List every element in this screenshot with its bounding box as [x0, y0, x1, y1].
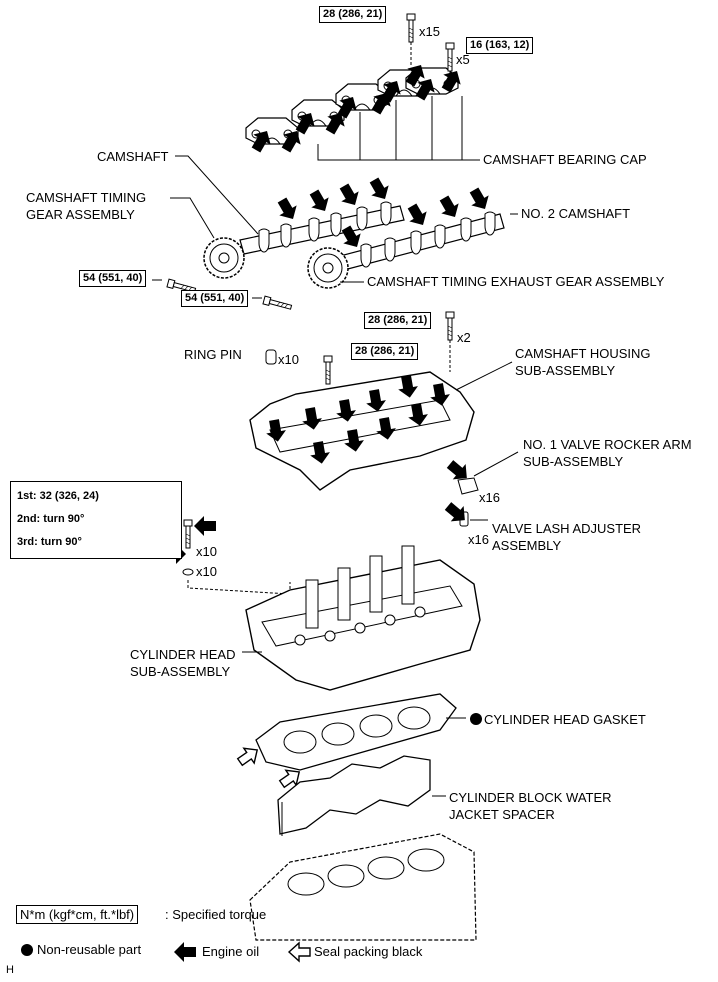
label-ring-pin: RING PIN	[184, 347, 242, 362]
head-bolts	[164, 516, 291, 595]
torque-step-1: 1st: 32 (326, 24)	[17, 490, 99, 502]
label-timing-gear-1: CAMSHAFT TIMING	[26, 190, 147, 205]
head-bolt-torque-sequence: 1st: 32 (326, 24) 2nd: turn 90° 3rd: tur…	[10, 481, 182, 559]
cylinder-head	[242, 545, 481, 691]
label-head-2: SUB-ASSEMBLY	[130, 664, 231, 679]
camshaft-housing	[249, 311, 513, 491]
footer-code: H	[6, 964, 14, 976]
label-rocker-1: NO. 1 VALVE ROCKER ARM	[523, 437, 692, 452]
label-timing-gear-2: GEAR ASSEMBLY	[26, 207, 135, 222]
label-spacer-1: CYLINDER BLOCK WATER	[449, 790, 612, 805]
label-exhaust-gear: CAMSHAFT TIMING EXHAUST GEAR ASSEMBLY	[367, 274, 665, 289]
cylinder-head-gasket	[234, 693, 466, 793]
count-cap-small: x5	[456, 52, 470, 67]
torque-step-3: 3rd: turn 90°	[17, 536, 82, 548]
label-bearing-cap: CAMSHAFT BEARING CAP	[483, 152, 647, 167]
timing-gears	[152, 197, 364, 312]
label-spacer-2: JACKET SPACER	[449, 807, 555, 822]
rocker-and-adjuster	[441, 451, 519, 528]
count-rocker: x16	[479, 490, 500, 505]
legend-oil-arrow-icon	[174, 942, 196, 962]
torque-housing-top: 28 (286, 21)	[364, 312, 432, 329]
torque-cap-small: 16 (163, 12)	[466, 37, 534, 54]
legend-seal-arrow-icon	[288, 942, 311, 962]
label-adjuster-1: VALVE LASH ADJUSTER	[492, 521, 642, 536]
label-no2-camshaft: NO. 2 CAMSHAFT	[521, 206, 631, 221]
label-adjuster-2: ASSEMBLY	[492, 538, 562, 553]
count-ring-pin: x10	[278, 352, 299, 367]
label-camshaft: CAMSHAFT	[97, 149, 169, 164]
label-housing-1: CAMSHAFT HOUSING	[515, 346, 651, 361]
label-housing-2: SUB-ASSEMBLY	[515, 363, 616, 378]
legend-seal-packing: Seal packing black	[314, 944, 423, 959]
torque-housing-mid: 28 (286, 21)	[351, 343, 419, 360]
count-washer: x10	[196, 564, 217, 579]
water-jacket-spacer	[277, 755, 446, 836]
count-adjuster: x16	[468, 532, 489, 547]
torque-gear-intake: 54 (551, 40)	[79, 270, 147, 287]
label-rocker-2: SUB-ASSEMBLY	[523, 454, 624, 469]
legend-torque-text: : Specified torque	[165, 907, 267, 922]
torque-step-2: 2nd: turn 90°	[17, 513, 85, 525]
count-cap-large: x15	[419, 24, 440, 39]
camshaft-bearing-caps	[245, 13, 480, 161]
label-head-1: CYLINDER HEAD	[130, 647, 236, 662]
count-head-bolt: x10	[196, 544, 217, 559]
legend-engine-oil: Engine oil	[202, 944, 260, 959]
legend-non-reusable: Non-reusable part	[37, 942, 142, 957]
torque-cap-large: 28 (286, 21)	[319, 6, 387, 23]
legend-dot-icon	[21, 944, 33, 956]
count-housing-top: x2	[457, 330, 471, 345]
torque-gear-exhaust: 54 (551, 40)	[181, 290, 249, 307]
non-reusable-dot-icon	[470, 713, 482, 725]
cylinder-block	[249, 833, 477, 941]
label-gasket: CYLINDER HEAD GASKET	[484, 712, 646, 727]
legend-torque-box: N*m (kgf*cm, ft.*lbf)	[16, 905, 139, 924]
